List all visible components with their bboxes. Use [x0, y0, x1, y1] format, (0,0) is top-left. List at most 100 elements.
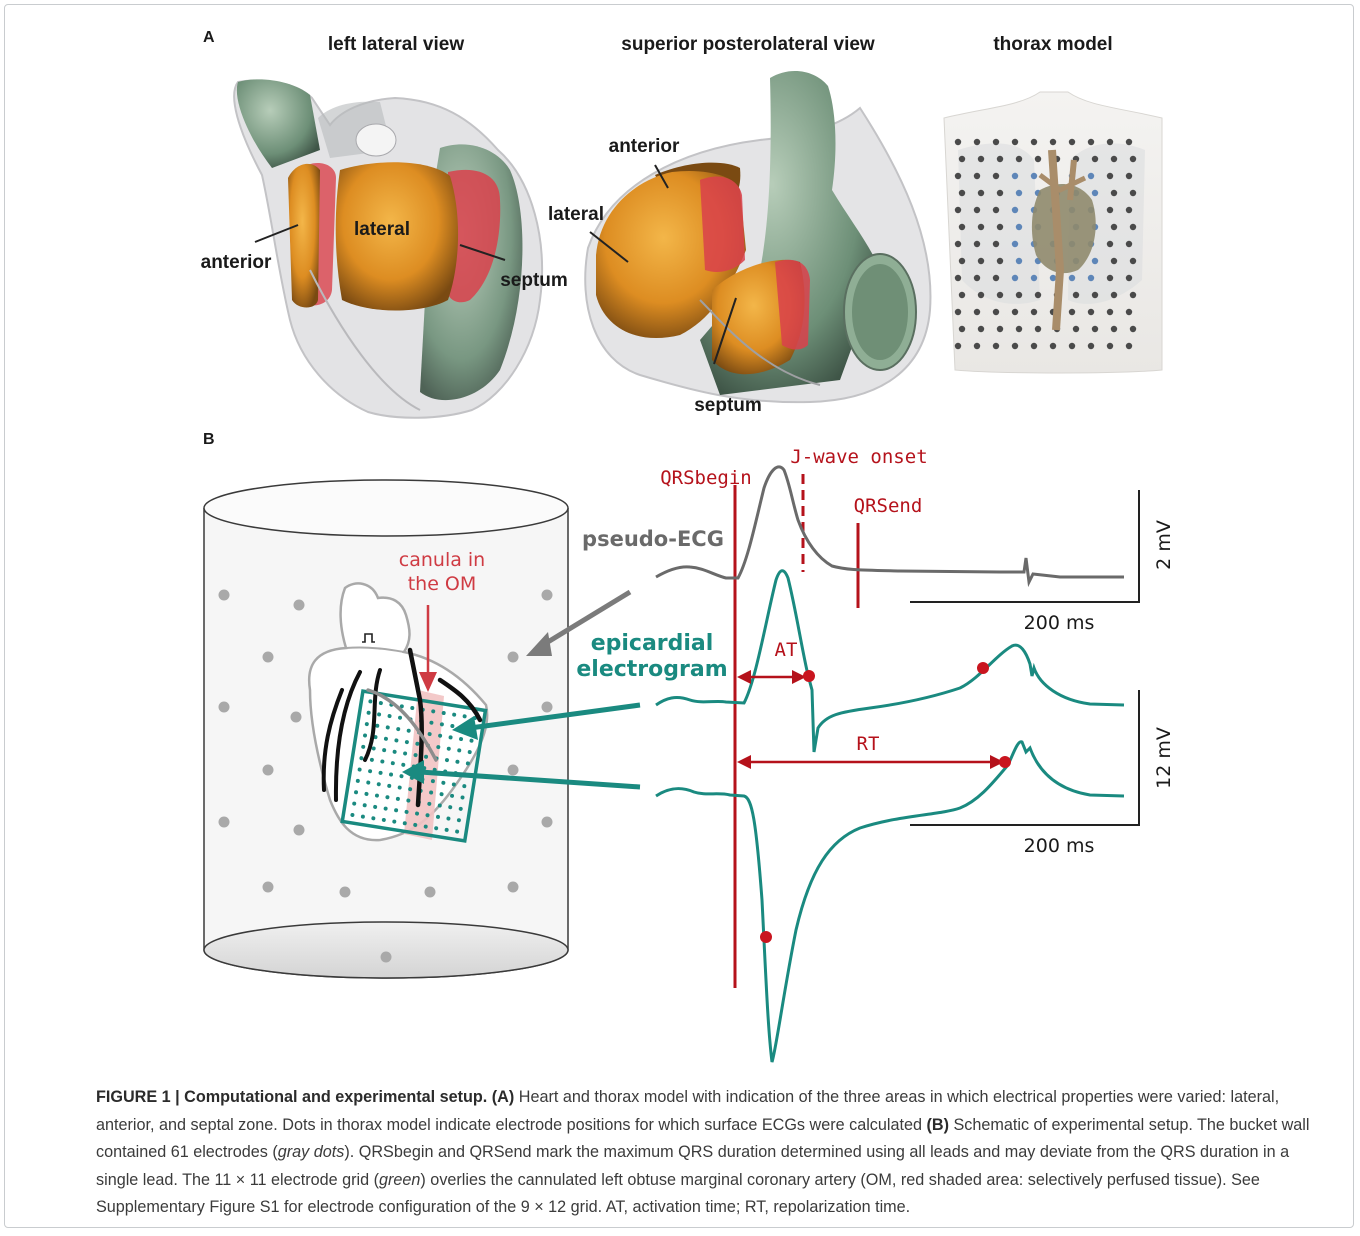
thorax-electrode	[1106, 342, 1114, 350]
grid-electrode	[452, 712, 457, 717]
grid-electrode	[457, 748, 462, 753]
grid-electrode	[441, 711, 446, 716]
thorax-electrode	[954, 240, 962, 248]
scale-top-mv: 2 mV	[1153, 520, 1175, 570]
grid-electrode	[427, 732, 432, 737]
thorax-electrode	[1030, 308, 1038, 316]
bucket-electrode	[262, 881, 274, 893]
thorax-electrode	[1015, 223, 1023, 231]
thorax-electrode	[992, 206, 1000, 214]
grid-electrode	[397, 785, 402, 790]
thorax-electrode	[1091, 189, 1099, 197]
label-lateral-left: lateral	[354, 219, 410, 240]
at-marker-1	[803, 670, 815, 682]
grid-electrode	[444, 758, 449, 763]
grid-electrode	[460, 795, 465, 800]
j-wave-onset-label: J-wave onset	[790, 446, 927, 468]
thorax-electrode	[1129, 223, 1137, 231]
scale-bar-bottom	[910, 690, 1140, 826]
scale-top-ms: 200 ms	[1024, 612, 1095, 634]
qrs-end-label: QRSend	[854, 495, 923, 517]
thorax-electrode	[1049, 138, 1057, 146]
grid-electrode	[364, 722, 369, 727]
grid-electrode	[423, 824, 428, 829]
bucket-electrode	[380, 951, 392, 963]
thorax-electrode	[992, 342, 1000, 350]
bucket-schematic	[203, 479, 569, 979]
view-title-superior-posterolateral: superior posterolateral view	[621, 34, 875, 55]
grid-electrode	[437, 803, 442, 808]
caption-b-text1: Schematic of experimental setup. The buc…	[96, 1115, 1310, 1162]
thorax-electrode	[1091, 257, 1099, 265]
grid-electrode	[387, 783, 392, 788]
grid-electrode	[436, 745, 441, 750]
bucket-electrode	[424, 886, 436, 898]
grid-electrode	[395, 796, 400, 801]
thorax-electrode	[1072, 325, 1080, 333]
bucket-electrode	[218, 589, 230, 601]
grid-electrode	[394, 738, 399, 743]
grid-electrode	[374, 793, 379, 798]
electrogram-trace-2	[655, 740, 1125, 1063]
grid-electrode	[378, 701, 383, 706]
bucket-electrode	[293, 599, 305, 611]
at-label: AT	[775, 639, 798, 661]
grid-electrode	[456, 818, 461, 823]
thorax-electrode	[958, 189, 966, 197]
caption-figure-label: FIGURE 1 | Computational and experimenta…	[96, 1088, 488, 1106]
grid-electrode	[455, 759, 460, 764]
thorax-electrode	[1011, 308, 1019, 316]
grid-electrode	[403, 751, 408, 756]
thorax-electrode	[1011, 342, 1019, 350]
thorax-electrode	[1068, 342, 1076, 350]
thorax-electrode	[954, 342, 962, 350]
thorax-electrode	[992, 308, 1000, 316]
grid-electrode	[385, 795, 390, 800]
grid-electrode	[430, 779, 435, 784]
thorax-electrode	[1125, 274, 1133, 282]
grid-electrode	[369, 757, 374, 762]
thorax-electrode	[1068, 138, 1076, 146]
grid-electrode	[404, 740, 409, 745]
grid-electrode	[435, 814, 440, 819]
grid-electrode	[462, 714, 467, 719]
grid-electrode	[467, 750, 472, 755]
thorax-electrode	[1068, 274, 1076, 282]
bucket-electrode	[339, 886, 351, 898]
grid-electrode	[469, 738, 474, 743]
thorax-electrode	[973, 240, 981, 248]
grid-electrode	[427, 801, 432, 806]
caption-b-text2: ). QRSbegin and QRSend mark the maximum …	[96, 1143, 1290, 1189]
bucket-electrode	[541, 816, 553, 828]
grid-electrode	[368, 769, 373, 774]
bucket-electrode	[507, 881, 519, 893]
grid-electrode	[429, 720, 434, 725]
grid-electrode	[425, 813, 430, 818]
canula-label-line2: the OM	[408, 573, 477, 595]
bucket-electrode	[218, 701, 230, 713]
thorax-electrode	[1110, 189, 1118, 197]
thorax-electrode	[1087, 274, 1095, 282]
thorax-electrode	[992, 138, 1000, 146]
thorax-electrode	[1125, 342, 1133, 350]
thorax-electrode	[1106, 308, 1114, 316]
thorax-electrode	[1106, 138, 1114, 146]
view-title-thorax-model: thorax model	[993, 34, 1112, 55]
thorax-electrode	[1011, 206, 1019, 214]
scale-bottom-ms: 200 ms	[1024, 835, 1095, 857]
thorax-electrode	[996, 291, 1004, 299]
grid-electrode	[441, 780, 446, 785]
grid-electrode	[438, 733, 443, 738]
bucket-electrode	[293, 824, 305, 836]
grid-electrode	[446, 816, 451, 821]
bucket-electrode	[290, 711, 302, 723]
canula-label-line1: canula in	[399, 549, 485, 571]
thorax-electrode	[977, 291, 985, 299]
grid-electrode	[359, 756, 364, 761]
thorax-electrode	[1072, 291, 1080, 299]
grid-electrode	[382, 748, 387, 753]
grid-electrode	[363, 733, 368, 738]
bucket-electrode	[507, 764, 519, 776]
grid-electrode	[413, 753, 418, 758]
thorax-electrode	[1129, 291, 1137, 299]
